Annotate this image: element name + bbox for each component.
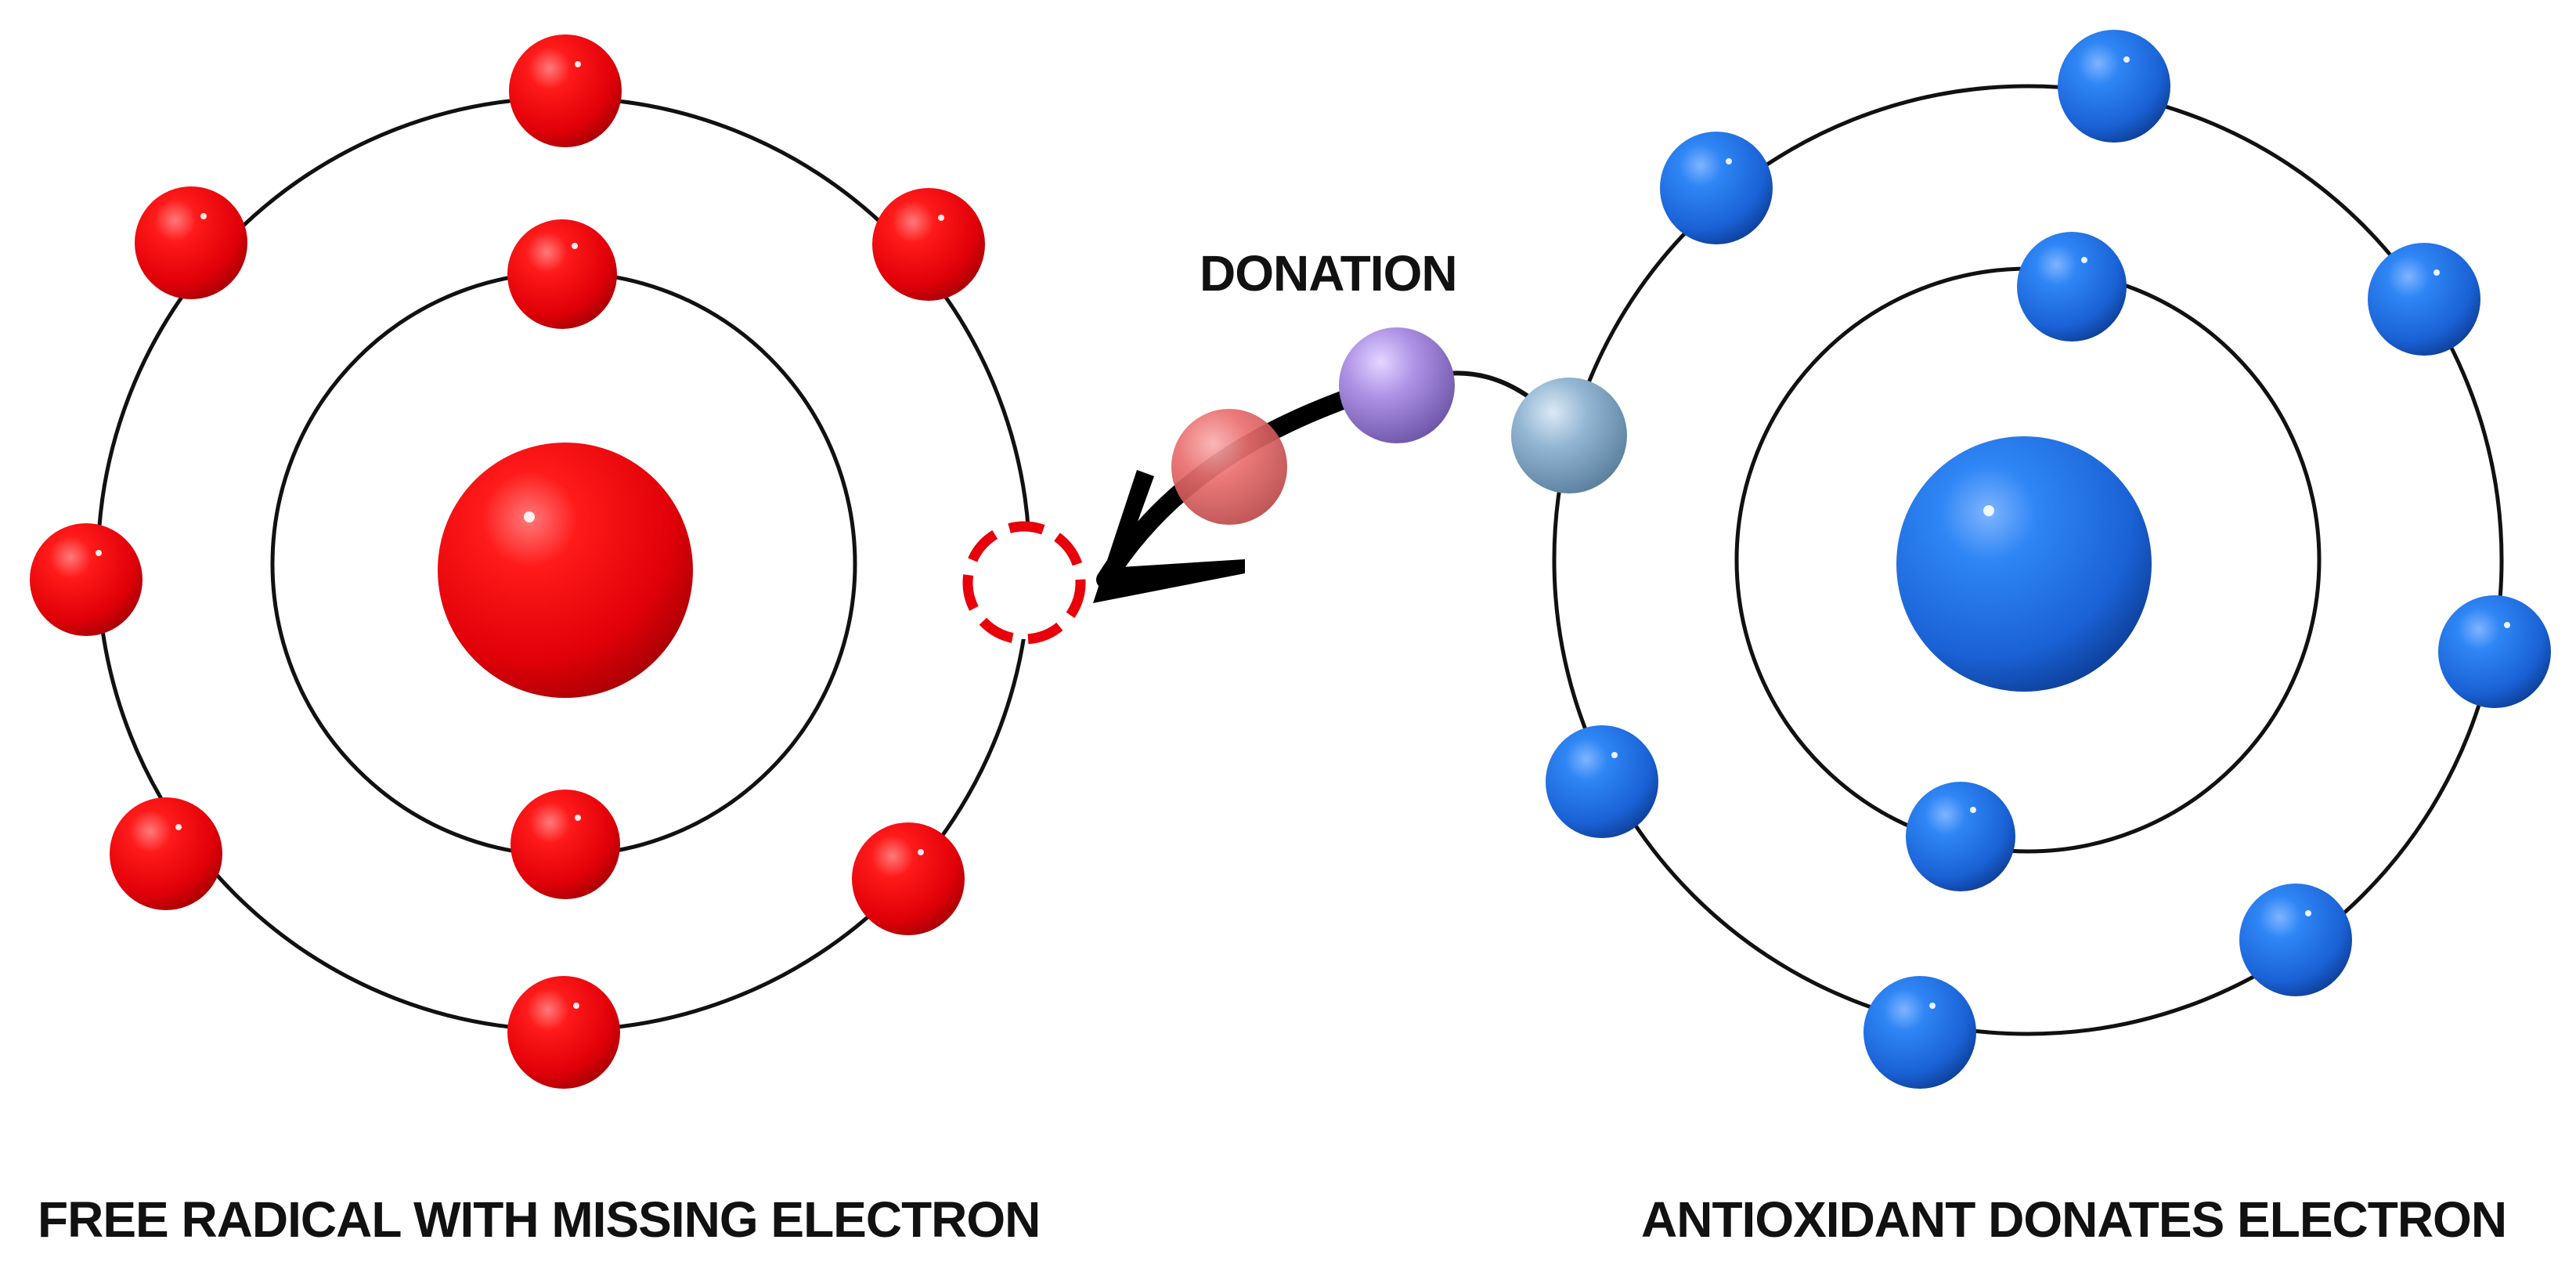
donation-arrowhead xyxy=(1093,470,1245,603)
antioxidant-outer-electron xyxy=(2438,595,2551,708)
transit-electron-pink xyxy=(1171,409,1287,525)
free-radical-inner-electron xyxy=(511,790,620,899)
transit-electron-purple xyxy=(1339,327,1455,443)
antioxidant-outer-electron xyxy=(1660,132,1773,244)
antioxidant-atom xyxy=(1546,30,2551,1089)
specular-highlights xyxy=(96,56,2510,1009)
free-radical-outer-electron xyxy=(509,34,622,147)
antioxidant-outer-electron xyxy=(2239,884,2352,996)
antioxidant-nucleus xyxy=(1896,436,2152,692)
free-radical-nucleus xyxy=(438,443,693,698)
antioxidant-outer-electron xyxy=(2058,30,2170,143)
free-radical-outer-electron xyxy=(30,523,143,636)
transit-electron-steel xyxy=(1511,378,1627,493)
free-radical-outer-electron xyxy=(852,822,965,935)
antioxidant-outer-electron xyxy=(1546,725,1658,838)
free-radical-outer-electron xyxy=(110,797,222,910)
free-radical-outer-electron xyxy=(507,976,620,1089)
donation-path xyxy=(1093,327,1627,603)
antioxidant-outer-electron xyxy=(1863,976,1976,1089)
free-radical-outer-electron xyxy=(872,188,985,301)
free-radical-caption: FREE RADICAL WITH MISSING ELECTRON xyxy=(38,1191,1041,1248)
antioxidant-outer-electron xyxy=(2368,243,2480,356)
antioxidant-inner-electron xyxy=(2017,232,2127,342)
antioxidant-caption: ANTIOXIDANT DONATES ELECTRON xyxy=(1641,1191,2507,1248)
free-radical-inner-electron xyxy=(507,219,617,329)
antioxidant-outer-orbit xyxy=(1552,84,2504,1036)
free-radical-atom xyxy=(30,34,1086,1089)
missing-electron-slot xyxy=(962,521,1086,645)
donation-label: DONATION xyxy=(1200,245,1458,302)
free-radical-outer-electron xyxy=(135,186,247,299)
antioxidant-inner-electron xyxy=(1906,782,2015,891)
